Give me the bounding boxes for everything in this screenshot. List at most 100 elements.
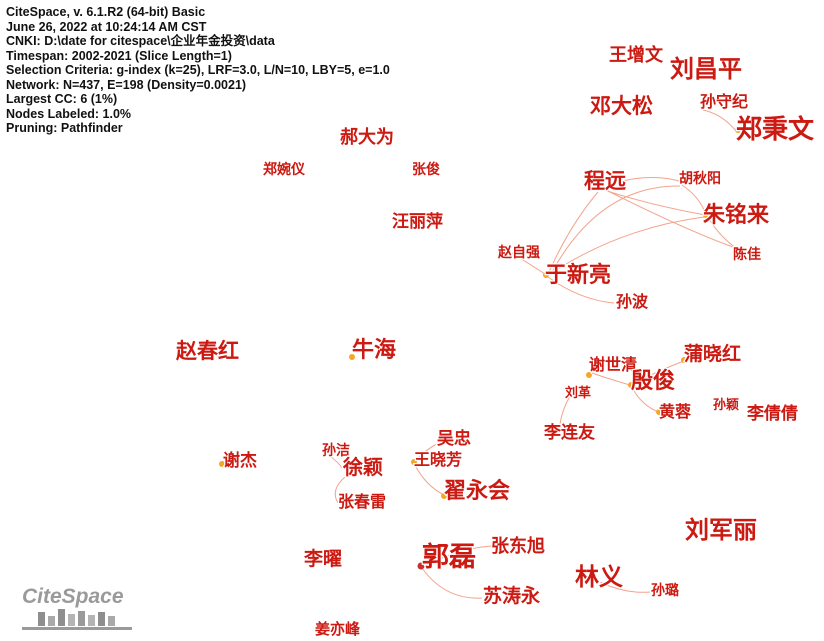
author-node-label[interactable]: 陈佳 (732, 245, 763, 265)
author-node-sunshouji[interactable]: 孙守纪 (699, 91, 750, 113)
author-node-puxiaohong[interactable]: 蒲晓红 (681, 341, 743, 367)
author-node-lilianyou[interactable]: 李连友 (543, 421, 597, 445)
author-node-zhangchunlei[interactable]: 张春雷 (337, 491, 388, 513)
author-node-guolei[interactable]: 郭磊 (417, 541, 478, 575)
network-links (329, 109, 737, 599)
author-node-wuzhong[interactable]: 吴忠 (436, 427, 473, 451)
author-node-wangliping[interactable]: 汪丽萍 (391, 210, 445, 234)
author-node-label[interactable]: 孙颖 (712, 396, 741, 415)
author-node-label[interactable]: 李倩倩 (746, 402, 800, 426)
author-node-label[interactable]: 郭磊 (421, 541, 478, 575)
author-node-huqiuyang[interactable]: 胡秋阳 (678, 169, 723, 189)
author-node-label[interactable]: 李曜 (302, 547, 344, 572)
author-node-label[interactable]: 牛海 (351, 336, 398, 365)
author-node-zhumingai[interactable]: 朱铭来 (702, 201, 772, 230)
author-node-label[interactable]: 谢杰 (222, 449, 259, 473)
author-node-xieshiqing[interactable]: 谢世清 (586, 354, 639, 378)
link-chengyuan-yuxinliang (548, 191, 599, 273)
author-node-label[interactable]: 郑秉文 (735, 113, 817, 147)
author-node-label[interactable]: 汪丽萍 (391, 210, 445, 234)
author-node-label[interactable]: 谢世清 (588, 354, 639, 376)
author-node-sunlu[interactable]: 孙璐 (650, 581, 681, 601)
author-node-label[interactable]: 孙璐 (650, 581, 681, 601)
author-node-label[interactable]: 李连友 (543, 421, 597, 445)
author-node-label[interactable]: 孙波 (615, 291, 651, 313)
author-node-sutaoyong[interactable]: 苏涛永 (482, 583, 543, 609)
author-node-jiangyifeng[interactable]: 姜亦峰 (314, 619, 363, 640)
author-node-dot[interactable] (417, 562, 425, 570)
author-node-label[interactable]: 张东旭 (490, 534, 547, 559)
author-node-label[interactable]: 王晓芳 (413, 449, 464, 471)
author-node-label[interactable]: 孙守纪 (699, 91, 750, 113)
link-puxiaohong-yinjun (631, 360, 685, 385)
author-node-label[interactable]: 刘军丽 (684, 515, 759, 546)
info-line-selection-criteria: Selection Criteria: g-index (k=25), LRF=… (6, 63, 390, 77)
author-node-chengyuan[interactable]: 程远 (583, 168, 628, 195)
author-node-liqianqian[interactable]: 李倩倩 (746, 402, 800, 426)
author-node-label[interactable]: 邓大松 (589, 93, 655, 120)
author-node-dot[interactable] (586, 372, 592, 378)
info-line-nodes-labeled: Nodes Labeled: 1.0% (6, 106, 132, 121)
author-node-label[interactable]: 郝大为 (339, 125, 396, 150)
author-node-liuchangping[interactable]: 刘昌平 (669, 54, 744, 85)
author-node-liuge[interactable]: 刘革 (564, 384, 593, 403)
author-node-label[interactable]: 刘昌平 (669, 54, 744, 85)
author-node-zhangdongxu[interactable]: 张东旭 (490, 534, 547, 559)
author-node-label[interactable]: 于新亮 (544, 261, 613, 290)
author-node-label[interactable]: 孙洁 (321, 441, 352, 461)
author-node-dot[interactable] (735, 127, 741, 133)
author-node-label[interactable]: 张春雷 (337, 491, 388, 513)
author-node-label[interactable]: 赵春红 (174, 338, 241, 365)
author-node-wangxiaofang[interactable]: 王晓芳 (411, 449, 464, 471)
author-node-linyi[interactable]: 林义 (574, 562, 625, 593)
author-node-dot[interactable] (219, 461, 225, 467)
author-node-label[interactable]: 王增文 (608, 43, 665, 68)
author-node-sunbo[interactable]: 孙波 (615, 291, 651, 313)
author-node-sunying_r[interactable]: 孙颖 (712, 396, 741, 415)
author-node-label[interactable]: 吴忠 (436, 427, 473, 451)
author-node-label[interactable]: 林义 (574, 562, 625, 593)
author-node-dot[interactable] (656, 409, 662, 415)
author-node-zhangjun[interactable]: 张俊 (411, 160, 442, 180)
author-node-haodawei[interactable]: 郝大为 (339, 125, 396, 150)
author-node-label[interactable]: 郑婉仪 (262, 160, 307, 180)
author-node-huangrong[interactable]: 黄蓉 (656, 401, 693, 423)
author-node-liyao[interactable]: 李曜 (302, 547, 344, 572)
link-linyi-sunlu (599, 581, 651, 593)
author-node-xiejie[interactable]: 谢杰 (219, 449, 259, 473)
author-node-sunjie[interactable]: 孙洁 (321, 441, 352, 461)
author-node-diyonghui[interactable]: 翟永会 (441, 477, 512, 506)
author-node-label[interactable]: 赵自强 (496, 243, 542, 263)
author-node-label[interactable]: 苏涛永 (482, 583, 543, 609)
author-node-dot[interactable] (411, 459, 417, 465)
author-node-dot[interactable] (703, 212, 709, 218)
author-node-yinjun[interactable]: 殷俊 (628, 367, 677, 396)
author-node-xuying[interactable]: 徐颖 (341, 454, 385, 481)
author-node-label[interactable]: 朱铭来 (702, 201, 772, 230)
author-node-label[interactable]: 程远 (583, 168, 628, 195)
author-node-label[interactable]: 殷俊 (630, 367, 677, 396)
author-node-label[interactable]: 徐颖 (341, 454, 385, 481)
author-node-label[interactable]: 蒲晓红 (683, 341, 743, 367)
author-node-label[interactable]: 翟永会 (443, 477, 512, 506)
author-node-wangzengwen[interactable]: 王增文 (608, 43, 665, 68)
author-node-dot[interactable] (628, 382, 634, 388)
author-node-label[interactable]: 张俊 (411, 160, 442, 180)
author-node-dot[interactable] (349, 354, 355, 360)
author-node-yuxinliang[interactable]: 于新亮 (543, 261, 613, 290)
author-node-dot[interactable] (543, 272, 549, 278)
author-node-chenjia[interactable]: 陈佳 (732, 245, 763, 265)
author-node-niuhai[interactable]: 牛海 (349, 336, 398, 365)
author-node-zhengbingwen[interactable]: 郑秉文 (735, 113, 817, 147)
author-node-dot[interactable] (681, 357, 687, 363)
author-node-dengdasong[interactable]: 邓大松 (589, 93, 655, 120)
author-node-liujunli[interactable]: 刘军丽 (684, 515, 759, 546)
author-node-zhaochunhong[interactable]: 赵春红 (174, 338, 241, 365)
author-node-label[interactable]: 姜亦峰 (314, 619, 363, 640)
author-node-zhaoziqiang[interactable]: 赵自强 (496, 243, 542, 263)
author-node-label[interactable]: 胡秋阳 (678, 169, 723, 189)
author-node-zhengwanyi[interactable]: 郑婉仪 (262, 160, 307, 180)
author-node-label[interactable]: 刘革 (564, 384, 593, 403)
author-node-dot[interactable] (441, 493, 447, 499)
author-node-label[interactable]: 黄蓉 (658, 401, 693, 423)
